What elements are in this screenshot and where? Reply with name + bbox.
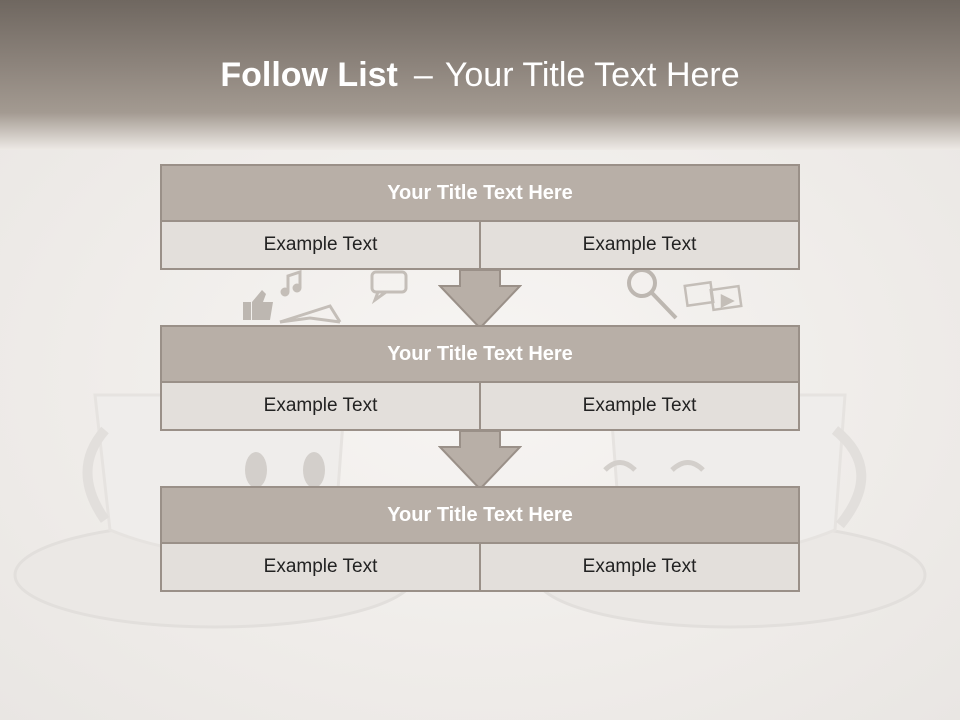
block-cell-right: Example Text	[479, 544, 798, 590]
envelope-icon	[279, 304, 342, 324]
follow-block-3: Your Title Text Here Example Text Exampl…	[160, 486, 800, 592]
header-band	[0, 0, 960, 150]
slide-title-bold: Follow List	[220, 56, 398, 94]
right-eye-1	[603, 460, 637, 472]
block-cell-left: Example Text	[162, 544, 479, 590]
thumbs-up-icon	[243, 290, 273, 320]
left-eye-1	[245, 452, 267, 488]
right-eye-2	[670, 460, 705, 472]
music-note-icon	[280, 269, 302, 297]
block-row: Example Text Example Text	[162, 383, 798, 429]
right-cup-handle	[831, 426, 867, 529]
left-eye-2	[303, 452, 325, 488]
block-cell-left: Example Text	[162, 383, 479, 429]
block-cell-left: Example Text	[162, 222, 479, 268]
left-cup-handle	[82, 426, 110, 523]
slide-title-dash: –	[413, 56, 433, 94]
chat-bubble-icon	[370, 270, 408, 305]
slide-title-rest: Your Title Text Here	[444, 56, 740, 94]
block-row: Example Text Example Text	[162, 544, 798, 590]
block-title: Your Title Text Here	[162, 327, 798, 383]
photo-icon	[683, 280, 743, 312]
block-cell-right: Example Text	[479, 222, 798, 268]
follow-block-1: Your Title Text Here Example Text Exampl…	[160, 164, 800, 270]
down-arrow-icon	[438, 270, 522, 330]
follow-block-2: Your Title Text Here Example Text Exampl…	[160, 325, 800, 431]
down-arrow-icon	[438, 431, 522, 491]
magnifier-icon	[627, 268, 678, 320]
block-row: Example Text Example Text	[162, 222, 798, 268]
slide-title: Follow List–Your Title Text Here	[0, 52, 960, 98]
block-title: Your Title Text Here	[162, 166, 798, 222]
block-cell-right: Example Text	[479, 383, 798, 429]
block-title: Your Title Text Here	[162, 488, 798, 544]
